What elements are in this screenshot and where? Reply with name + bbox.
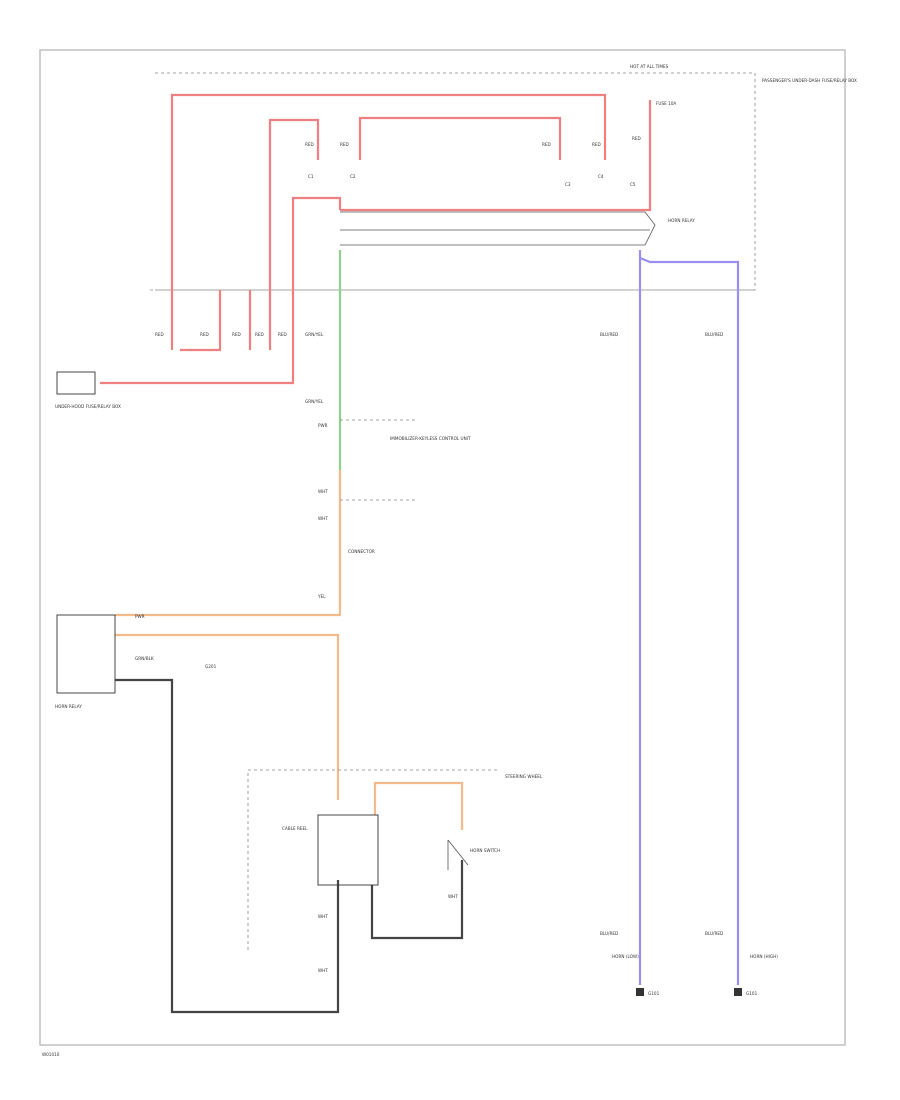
orange-wire-3	[373, 781, 464, 830]
diagram-frame	[39, 49, 846, 1046]
label-relay: HORN RELAY	[668, 218, 695, 223]
label-immobilizer: IMMOBILIZER-KEYLESS CONTROL UNIT	[390, 436, 471, 441]
label-red5: RED	[632, 136, 641, 141]
immobilizer-box	[340, 419, 415, 501]
label-cable-reel: CABLE REEL	[282, 826, 308, 831]
label-horn-low: HORN (LOW)	[612, 954, 639, 959]
red-wire-5	[358, 116, 562, 160]
label-wht3: WHT	[318, 968, 328, 973]
label-under-hood: UNDER-HOOD FUSE/RELAY BOX	[55, 404, 121, 409]
red-wire-1	[170, 93, 607, 350]
label-connector: CONNECTOR	[348, 549, 375, 554]
red-wire-2	[180, 290, 222, 352]
cable-reel-box	[317, 814, 379, 886]
label-c2: C2	[350, 174, 356, 179]
label-red3: RED	[542, 142, 551, 147]
label-grn-blk: GRN/BLK	[135, 656, 154, 661]
label-red4: RED	[592, 142, 601, 147]
label-horn-switch: HORN SWITCH	[470, 848, 500, 853]
label-pwr2: PWR	[135, 614, 145, 619]
relay-box-outline	[155, 72, 756, 291]
label-c3: C3	[565, 182, 571, 187]
relay-bus	[340, 211, 656, 246]
red-wire-3	[268, 118, 320, 350]
label-wht2: WHT	[448, 894, 458, 899]
label-red-a: RED	[155, 332, 164, 337]
label-ground-r: G101	[746, 991, 758, 996]
label-relay-box: PASSENGER'S UNDER-DASH FUSE/RELAY BOX	[762, 78, 857, 83]
ground-left	[636, 988, 644, 996]
label-horn-high: HORN (HIGH)	[750, 954, 778, 959]
label-wire-mid3: YEL	[317, 594, 326, 599]
label-red-b: RED	[200, 332, 209, 337]
label-red1: RED	[305, 142, 314, 147]
label-horn-relay: HORN RELAY	[55, 704, 82, 709]
steering-box	[247, 769, 500, 950]
horn-relay-connector	[56, 614, 116, 694]
label-red-c: RED	[232, 332, 241, 337]
black-wire-1	[115, 678, 340, 1014]
label-blu-red3: BLU/RED	[600, 931, 618, 936]
label-red2: RED	[340, 142, 349, 147]
relay-connector-box	[56, 371, 96, 395]
label-blu-red2: BLU/RED	[705, 332, 723, 337]
label-blu-red1: BLU/RED	[600, 332, 618, 337]
label-c1: C1	[308, 174, 314, 179]
label-fuse: FUSE 10A	[656, 101, 676, 106]
red-wire-7	[340, 165, 652, 212]
label-pwr: PWR	[318, 423, 328, 428]
label-red-e: RED	[278, 332, 287, 337]
black-wire-2	[370, 860, 464, 940]
label-grn-yel1: GRN/YEL	[305, 332, 324, 337]
label-hot: HOT AT ALL TIMES	[630, 64, 669, 69]
label-wire-mid2: WHT	[318, 516, 328, 521]
label-grd: G201	[205, 664, 217, 669]
label-c4: C4	[598, 174, 604, 179]
label-red-d: RED	[255, 332, 264, 337]
horn-switch-symbol	[447, 839, 469, 870]
ground-right	[734, 988, 742, 996]
orange-wire-2	[115, 633, 340, 800]
label-c5: C5	[630, 182, 636, 187]
label-wire-mid1: WHT	[318, 489, 328, 494]
red-wire-6	[100, 196, 342, 385]
label-wht1: WHT	[318, 914, 328, 919]
label-blu-red4: BLU/RED	[705, 931, 723, 936]
label-ground-l: G101	[648, 991, 660, 996]
label-grn-yel2: GRN/YEL	[305, 399, 324, 404]
label-steering: STEERING WHEEL	[505, 774, 543, 779]
blue-wire-2	[639, 256, 740, 985]
orange-wire-1	[115, 470, 342, 617]
label-footer: W01010	[42, 1052, 60, 1057]
